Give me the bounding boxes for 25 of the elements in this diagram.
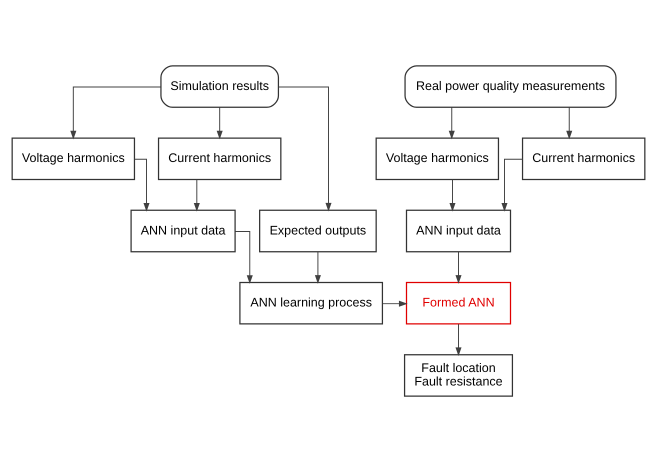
arrow <box>455 251 462 284</box>
arrow <box>501 158 523 212</box>
arrow <box>216 106 223 140</box>
node-box: Fault location Fault resistance <box>404 354 514 397</box>
arrow <box>70 86 162 140</box>
arrow <box>449 179 456 212</box>
node-box: ANN input data <box>130 210 236 252</box>
arrow <box>278 86 332 212</box>
arrow <box>314 251 321 284</box>
arrow <box>448 106 455 140</box>
node-box: Voltage harmonics <box>376 137 500 180</box>
node-box: Voltage harmonics <box>12 137 136 180</box>
arrow <box>382 300 408 307</box>
node-box: Current harmonics <box>522 137 646 180</box>
arrow <box>455 324 462 356</box>
node-box: Current harmonics <box>158 137 282 180</box>
node-box: Formed ANN <box>406 282 512 325</box>
arrow <box>234 231 253 284</box>
node-box: Real power quality measurements <box>404 65 617 108</box>
node-box: ANN input data <box>406 210 512 252</box>
arrow <box>566 106 572 140</box>
node-box: Simulation results <box>160 65 280 108</box>
node-box: Expected outputs <box>259 210 377 252</box>
node-box: ANN learning process <box>239 282 384 325</box>
arrow <box>194 179 200 212</box>
